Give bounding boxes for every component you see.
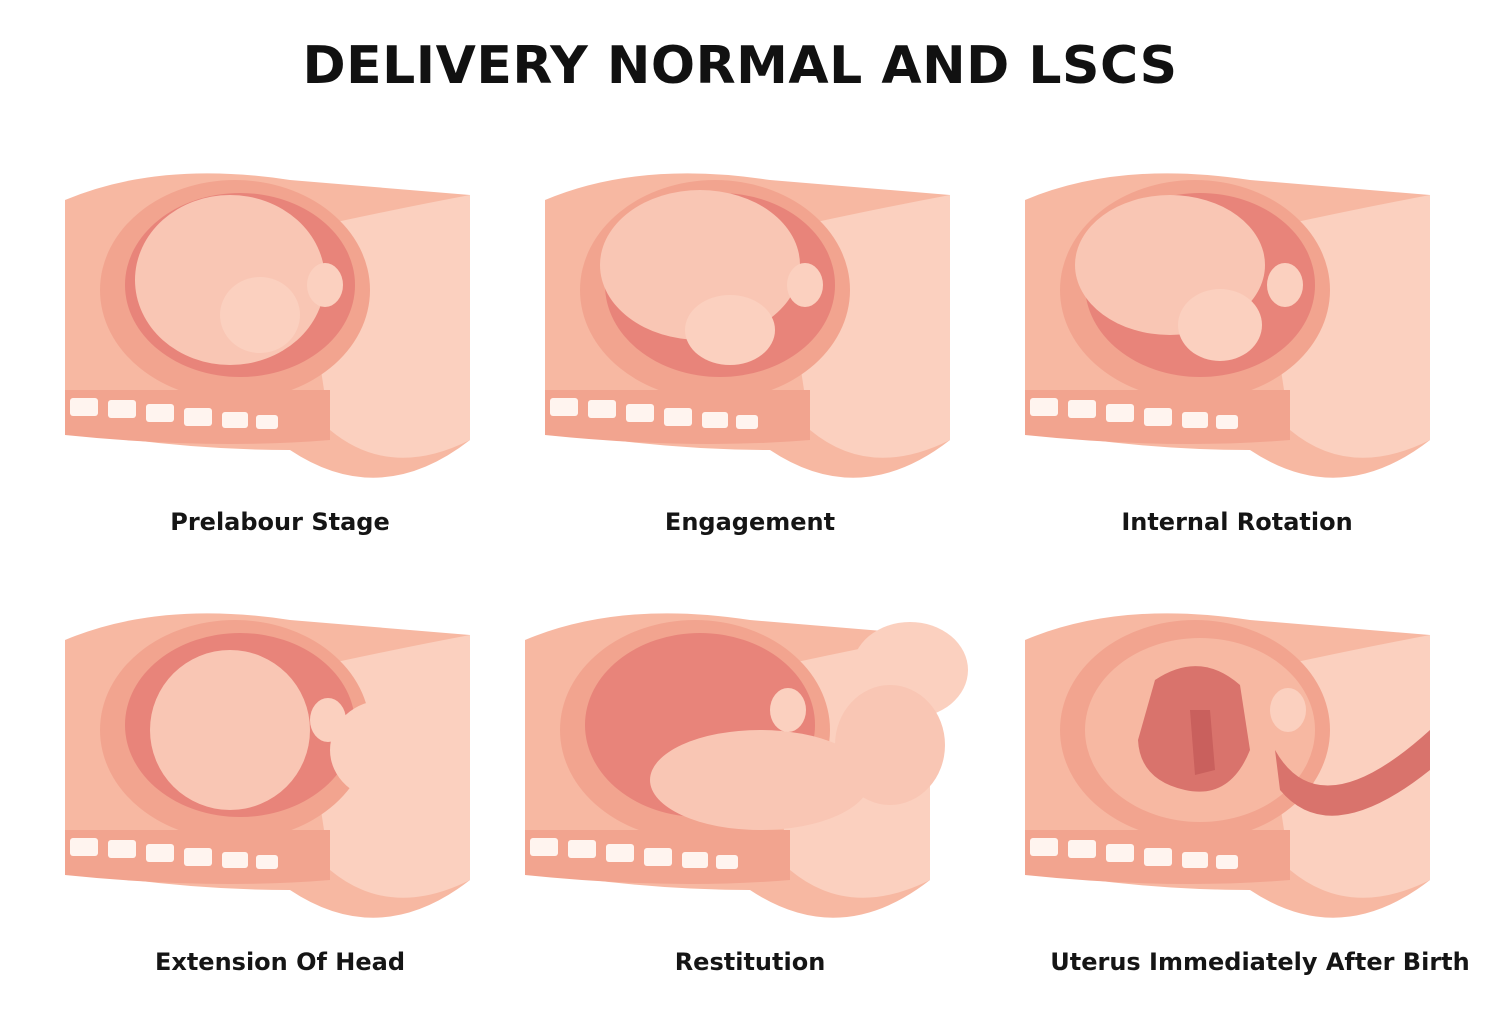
internal-rotation-illustration bbox=[1025, 173, 1430, 478]
uterus-after-birth-illustration bbox=[1025, 613, 1430, 918]
extension-of-head-illustration bbox=[65, 613, 470, 918]
stage-panel-engagement: Engagement bbox=[540, 150, 1010, 570]
stage-panel-restitution: Restitution bbox=[520, 590, 990, 1010]
stage-label: Restitution bbox=[674, 948, 826, 976]
stage-panel-uterus-after-birth: Uterus Immediately After Birth bbox=[1020, 590, 1490, 1010]
restitution-illustration bbox=[525, 613, 968, 918]
stage-label: Uterus Immediately After Birth bbox=[1050, 948, 1470, 976]
page-title: DELIVERY NORMAL AND LSCS bbox=[302, 36, 1178, 96]
stage-label: Extension Of Head bbox=[154, 948, 406, 976]
engagement-illustration bbox=[545, 173, 950, 478]
prelabour-illustration bbox=[65, 173, 470, 478]
stage-panel-extension-of-head: Extension Of Head bbox=[60, 590, 530, 1010]
stage-label: Internal Rotation bbox=[1121, 508, 1353, 536]
stage-panel-internal-rotation: Internal Rotation bbox=[1020, 150, 1490, 570]
stage-label: Engagement bbox=[664, 508, 836, 536]
stage-panel-prelabour: Prelabour Stage bbox=[60, 150, 530, 570]
stage-label: Prelabour Stage bbox=[170, 508, 390, 536]
